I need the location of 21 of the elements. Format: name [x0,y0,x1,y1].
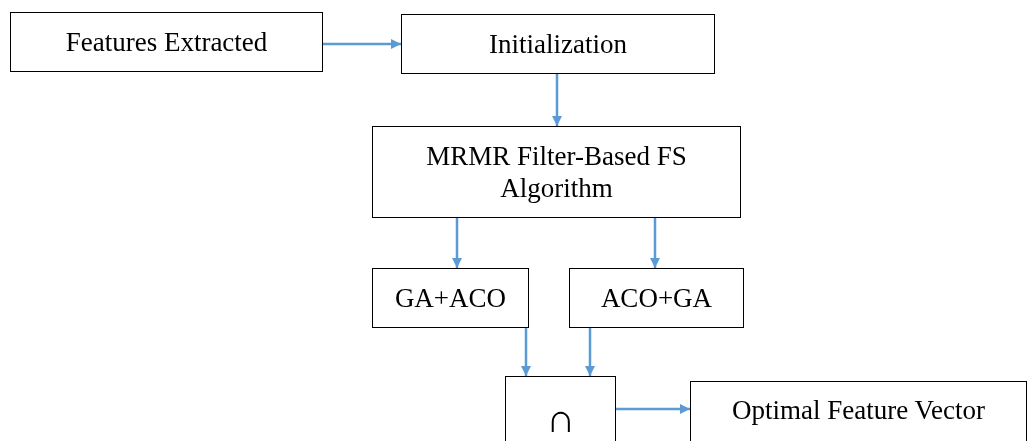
box-label: Initialization [489,27,627,61]
process-box [505,376,616,441]
box-label: ACO+GA [600,281,713,315]
process-box [372,126,741,218]
arrow [552,74,562,126]
process-box [401,14,715,74]
arrow [650,218,660,268]
arrow [616,404,690,414]
arrow [323,39,401,49]
process-box [690,381,1027,441]
arrow [585,328,595,376]
process-box [10,12,323,72]
box-label: Features Extracted [65,25,268,59]
intersection-symbol: ∩ [546,399,575,439]
box-label: GA+ACO [394,281,507,315]
arrow [452,218,462,268]
arrow [521,328,531,376]
process-box [569,268,744,328]
box-label: Optimal Feature Vector [732,394,985,427]
box-label: MRMR Filter-Based FS Algorithm [425,139,688,205]
process-box [372,268,529,328]
